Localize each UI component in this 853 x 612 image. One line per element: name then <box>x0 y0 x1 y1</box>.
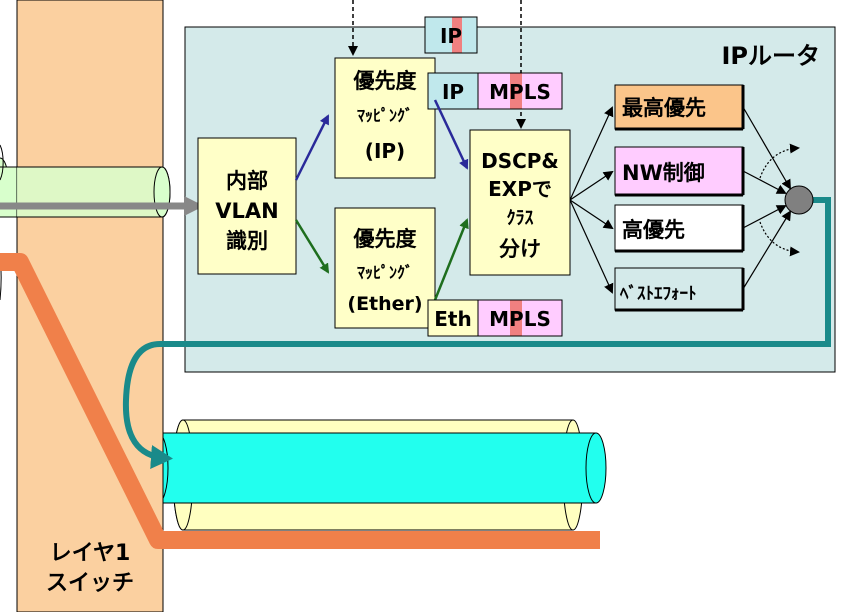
queue-best-effort: ﾍﾞｽﾄｴﾌｫｰﾄ <box>614 267 745 312</box>
class-classifier-box <box>469 129 571 276</box>
queue-besteffort-label: ﾍﾞｽﾄｴﾌｫｰﾄ <box>619 283 697 304</box>
switch-label-line1: レイヤ1 <box>50 541 131 566</box>
arrow-to-queue-high <box>569 199 614 230</box>
mpls-bottom-label: MPLS <box>489 307 551 331</box>
internal-vlan-line3: 識別 <box>226 229 268 253</box>
arrow-nw-to-scheduler <box>742 170 787 194</box>
queue-nw-label: NW制御 <box>622 161 705 185</box>
queue-highest: 最高優先 <box>614 84 745 131</box>
arrow-vlan-to-ip-mapping <box>294 114 330 181</box>
eth-header-label: Eth <box>434 307 471 331</box>
arrow-to-queue-besteffort <box>569 199 614 294</box>
arrow-to-queue-highest <box>569 106 614 201</box>
scheduler-arc-bottom <box>759 221 800 257</box>
arrow-high-to-scheduler <box>742 205 787 229</box>
internal-vlan-line2: VLAN <box>215 199 278 223</box>
queue-nw-control: NW制御 <box>614 146 745 197</box>
arrow-vlan-to-ether-mapping <box>294 219 330 274</box>
teal-return-path <box>122 197 831 469</box>
mapping-ether-line3: (Ether) <box>347 293 422 315</box>
queue-high-label: 高優先 <box>622 218 685 242</box>
arrow-besteffort-to-scheduler <box>742 210 792 290</box>
ip-top-label: IP <box>440 24 462 48</box>
mapping-ip-line1: 優先度 <box>353 69 417 93</box>
priority-mapping-ip-box <box>334 57 436 179</box>
classifier-line4: 分け <box>499 237 541 261</box>
internal-vlan-box <box>197 137 297 275</box>
cyan-pipe <box>157 432 597 504</box>
queue-highest-label: 最高優先 <box>622 96 706 120</box>
classifier-line2: EXPで <box>488 177 552 201</box>
arrow-ip-mapping-to-classifier <box>433 99 469 170</box>
mapping-ip-line3: (IP) <box>365 139 405 163</box>
arrow-to-queue-nw <box>569 170 614 201</box>
mapping-ether-line1: 優先度 <box>353 227 417 251</box>
switch-label-line2: スイッチ <box>46 571 134 596</box>
arrow-ether-mapping-to-classifier <box>433 218 469 301</box>
ip-header-label: IP <box>442 80 464 104</box>
classifier-line3: ｸﾗｽ <box>507 208 534 229</box>
mpls-top-label: MPLS <box>489 80 551 104</box>
classifier-line1: DSCP& <box>481 149 559 173</box>
queue-high: 高優先 <box>614 204 745 253</box>
scheduler-node <box>784 185 814 215</box>
scheduler-arc-top <box>759 143 800 179</box>
eth-header-tag <box>427 299 479 337</box>
lower-pipe-group <box>147 419 607 531</box>
arrow-highest-to-scheduler <box>742 106 792 190</box>
orange-bypass-path <box>0 253 600 549</box>
router-title: IPルータ <box>721 42 820 70</box>
internal-vlan-line1: 内部 <box>226 169 268 193</box>
mapping-ip-line2: ﾏｯﾋﾟﾝｸﾞ <box>357 106 413 125</box>
priority-mapping-ether-box <box>334 207 436 329</box>
mapping-ether-line2: ﾏｯﾋﾟﾝｸﾞ <box>357 263 413 282</box>
